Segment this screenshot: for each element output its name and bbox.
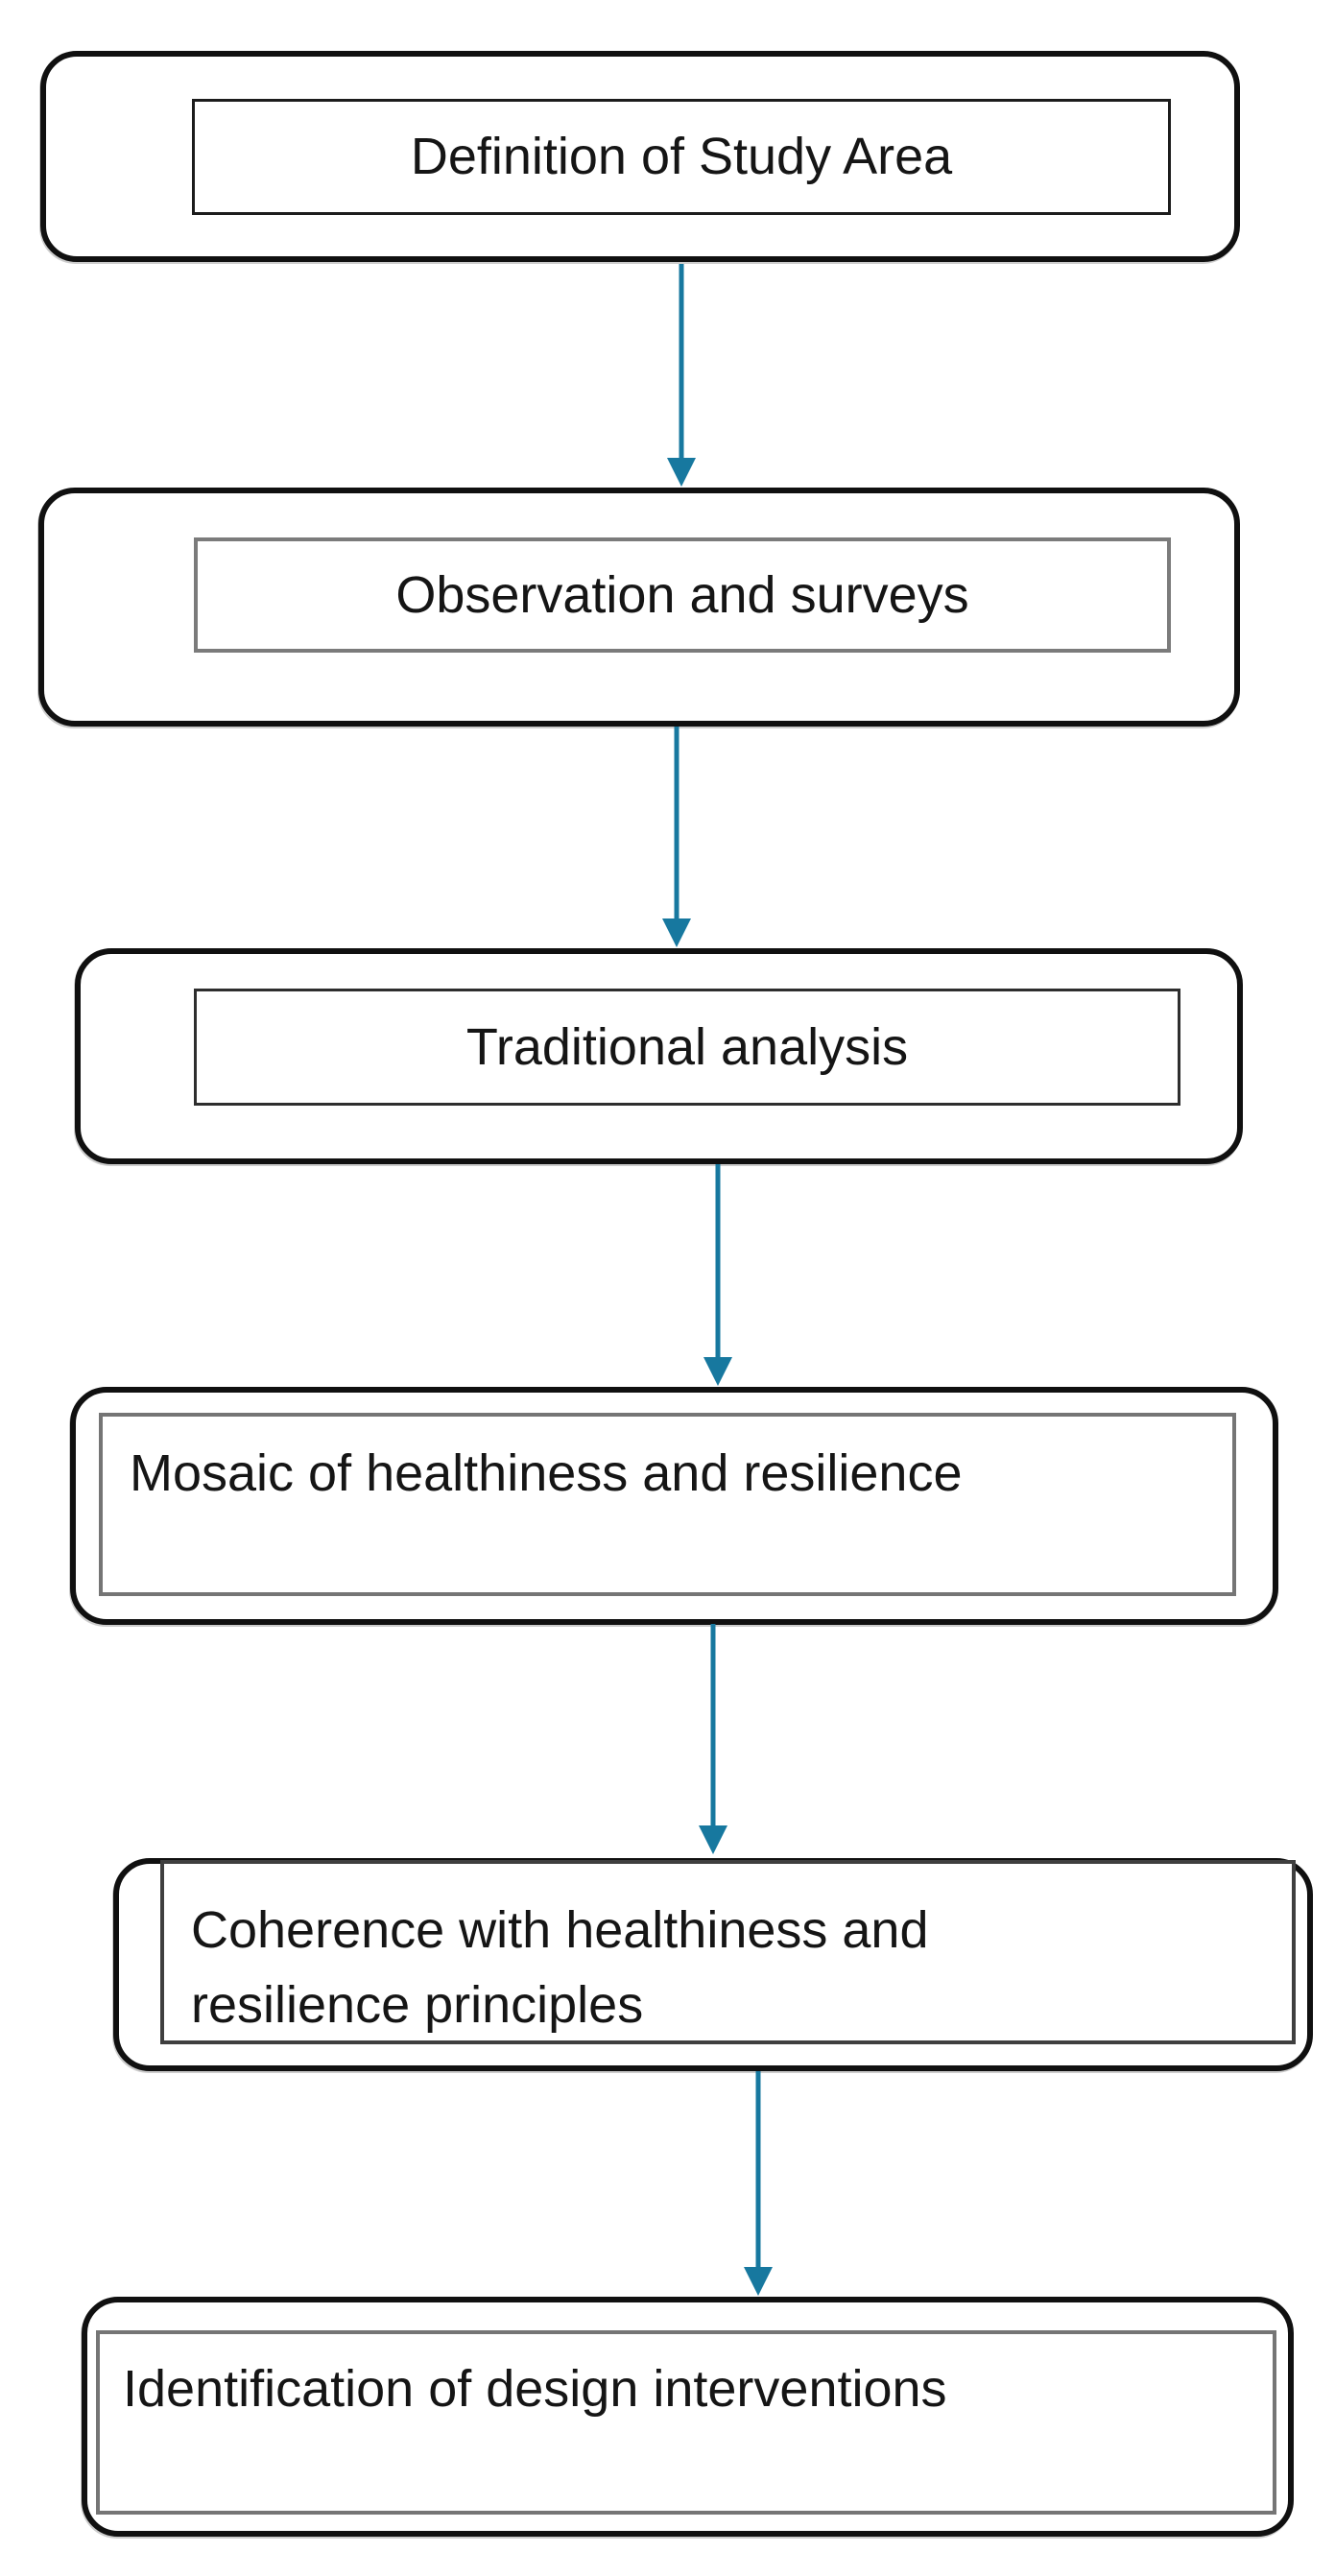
- flow-node-inner-box: Observation and surveys: [194, 537, 1171, 653]
- arrow-line: [710, 1624, 716, 1831]
- flow-node-label: Mosaic of healthiness and resilience: [130, 1444, 963, 1502]
- flow-arrow: [666, 264, 697, 487]
- arrowhead-down-icon: [744, 2267, 773, 2296]
- arrow-line: [674, 727, 679, 924]
- flow-node-mosaic-of-healthiness-and-resilience: Mosaic of healthiness and resilience: [70, 1387, 1278, 1625]
- flow-node-label: Definition of Study Area: [410, 128, 953, 186]
- arrowhead-down-icon: [662, 918, 691, 947]
- arrow-line: [715, 1164, 721, 1363]
- flow-arrow: [661, 727, 692, 947]
- flow-arrow: [743, 2071, 774, 2296]
- flow-node-label: Coherence with healthiness and resilienc…: [191, 1901, 929, 2035]
- flow-arrow: [703, 1164, 733, 1386]
- arrow-line: [755, 2071, 761, 2273]
- flow-node-inner-box: Mosaic of healthiness and resilience: [99, 1413, 1236, 1596]
- flow-node-label: Identification of design interventions: [123, 2360, 947, 2418]
- flow-node-identification-of-design-interventions: Identification of design interventions: [82, 2297, 1294, 2537]
- flow-arrow: [698, 1624, 728, 1854]
- flow-node-definition-of-study-area: Definition of Study Area: [40, 51, 1240, 262]
- flow-node-label: Observation and surveys: [395, 565, 969, 624]
- flow-node-inner-box: Definition of Study Area: [192, 99, 1171, 215]
- arrow-line: [679, 264, 684, 464]
- arrowhead-down-icon: [667, 458, 696, 487]
- flow-node-inner-box: Traditional analysis: [194, 989, 1180, 1106]
- flow-node-observation-and-surveys: Observation and surveys: [38, 488, 1240, 727]
- flow-node-traditional-analysis: Traditional analysis: [75, 948, 1243, 1164]
- flow-node-inner-box: Identification of design interventions: [96, 2330, 1276, 2515]
- flow-node-coherence-with-principles: Coherence with healthiness and resilienc…: [113, 1858, 1313, 2071]
- arrowhead-down-icon: [699, 1825, 727, 1854]
- flow-node-label: Traditional analysis: [465, 1017, 909, 1076]
- flow-node-inner-box: Coherence with healthiness and resilienc…: [160, 1860, 1296, 2044]
- arrowhead-down-icon: [703, 1357, 732, 1386]
